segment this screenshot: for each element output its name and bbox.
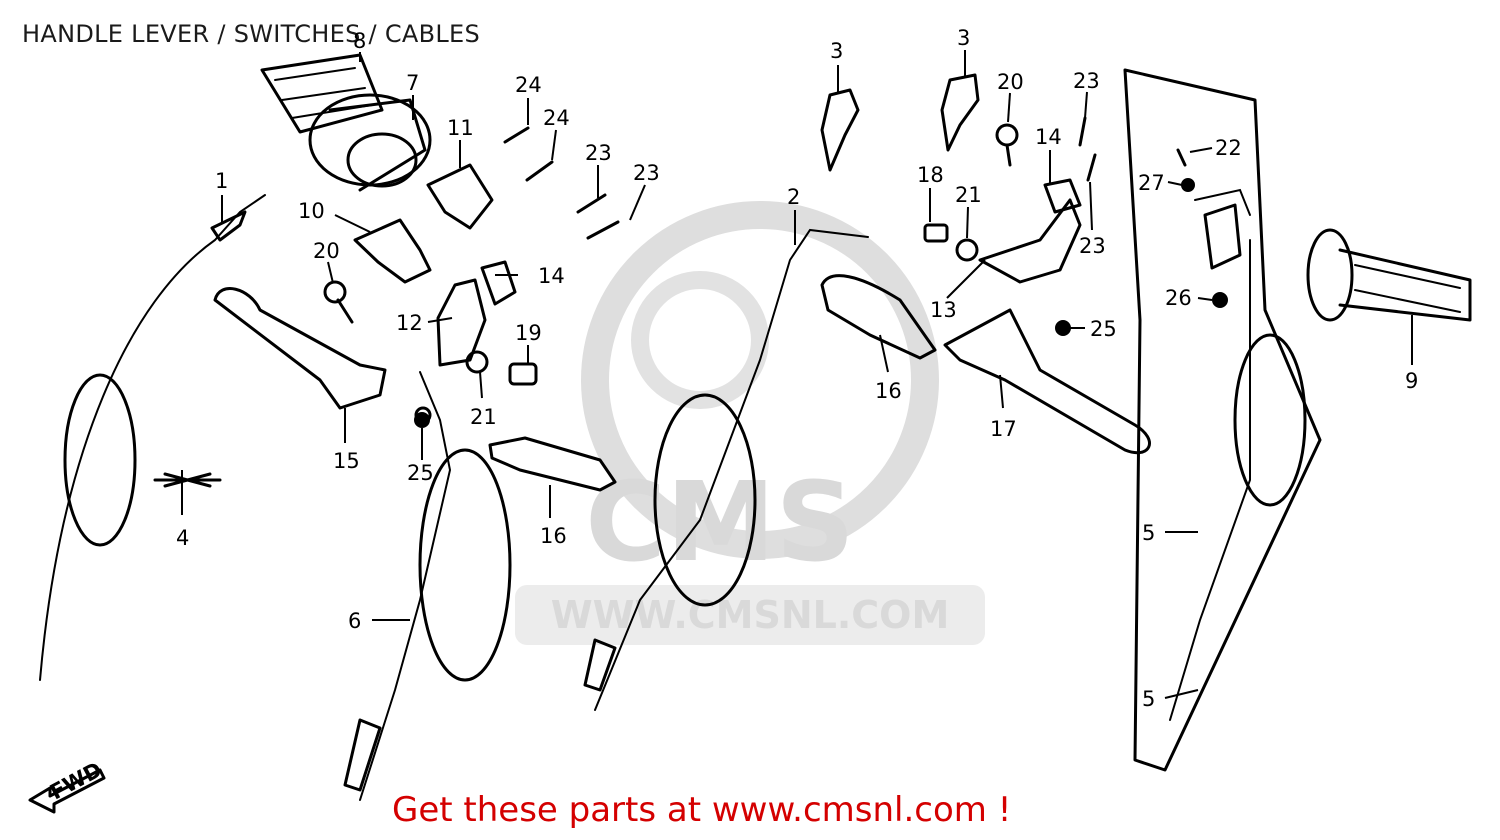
part-choke-cable	[1123, 68, 1322, 772]
callout-14a: 14	[538, 264, 565, 288]
callout-labels: 1 2 3 3 4 5 5 6 7 8 9 10 11 12 13 14 14 …	[176, 26, 1418, 711]
part-cable-adjuster	[153, 472, 222, 488]
callout-23d: 23	[1079, 234, 1106, 258]
callout-3b: 3	[957, 26, 970, 50]
part-throttle-cable	[39, 194, 266, 681]
callout-6: 6	[348, 609, 361, 633]
callout-21a: 21	[470, 405, 497, 429]
callout-9: 9	[1405, 369, 1418, 393]
footer-link-text[interactable]: Get these parts at www.cmsnl.com !	[392, 790, 1012, 830]
callout-17: 17	[990, 417, 1017, 441]
part-grip-right	[1306, 228, 1472, 322]
part-lever-cover-left	[488, 436, 617, 492]
part-lever-bracket-left	[436, 260, 517, 367]
watermark-logo-circle	[581, 201, 939, 559]
part-screw-left	[323, 280, 354, 324]
callout-3a: 3	[830, 39, 843, 63]
part-lever-holder-b	[940, 73, 980, 152]
callout-12: 12	[396, 311, 423, 335]
part-brake-cable	[583, 228, 869, 711]
callout-19: 19	[515, 321, 542, 345]
part-clutch-lever	[213, 287, 387, 410]
part-throttle-cover	[426, 163, 494, 230]
part-lever-cover-right	[820, 274, 937, 360]
callout-25a: 25	[407, 461, 434, 485]
callout-13: 13	[930, 298, 957, 322]
fwd-arrow: FWD	[28, 757, 106, 814]
callout-27: 27	[1138, 171, 1165, 195]
part-throttle-tube	[308, 93, 432, 192]
callout-20b: 20	[997, 70, 1024, 94]
callout-8: 8	[353, 29, 366, 53]
fwd-label: FWD	[46, 757, 106, 804]
callout-24a: 24	[515, 73, 542, 97]
watermark-face	[631, 271, 769, 409]
leader-lines	[181, 50, 1413, 699]
callout-11: 11	[447, 116, 474, 140]
part-screws-top	[503, 126, 620, 240]
part-brake-switch-assembly	[923, 116, 1097, 284]
watermark-logo-text: CMS	[585, 458, 854, 586]
callout-4: 4	[176, 526, 189, 550]
callout-7: 7	[406, 71, 419, 95]
watermark-url-box	[515, 585, 985, 645]
callout-26: 26	[1165, 286, 1192, 310]
callout-5b: 5	[1142, 687, 1155, 711]
callout-1: 1	[215, 169, 228, 193]
callout-23c: 23	[1073, 69, 1100, 93]
callout-14b: 14	[1035, 125, 1062, 149]
callout-20a: 20	[313, 239, 340, 263]
page-title: HANDLE LEVER / SWITCHES / CABLES	[22, 20, 481, 48]
callout-24b: 24	[543, 106, 570, 130]
part-lever-holder-a	[820, 88, 860, 172]
part-nuts-small	[414, 148, 1228, 428]
callout-23a: 23	[585, 141, 612, 165]
part-clutch-cable	[343, 371, 512, 801]
callout-15: 15	[333, 449, 360, 473]
callout-25b: 25	[1090, 317, 1117, 341]
watermark: CMS WWW.CMSNL.COM	[515, 201, 985, 645]
callout-10: 10	[298, 199, 325, 223]
callout-2: 2	[787, 185, 800, 209]
callout-21b: 21	[955, 183, 982, 207]
callout-23b: 23	[633, 161, 660, 185]
callout-18: 18	[917, 163, 944, 187]
part-throttle-grip	[260, 53, 384, 134]
part-pivot-bolt	[465, 350, 538, 386]
callout-16b: 16	[540, 524, 567, 548]
part-throttle-housing	[353, 218, 432, 284]
watermark-url-text: WWW.CMSNL.COM	[551, 593, 950, 637]
callout-16a: 16	[875, 379, 902, 403]
callout-5a: 5	[1142, 521, 1155, 545]
callout-22: 22	[1215, 136, 1242, 160]
part-brake-lever	[943, 308, 1151, 455]
